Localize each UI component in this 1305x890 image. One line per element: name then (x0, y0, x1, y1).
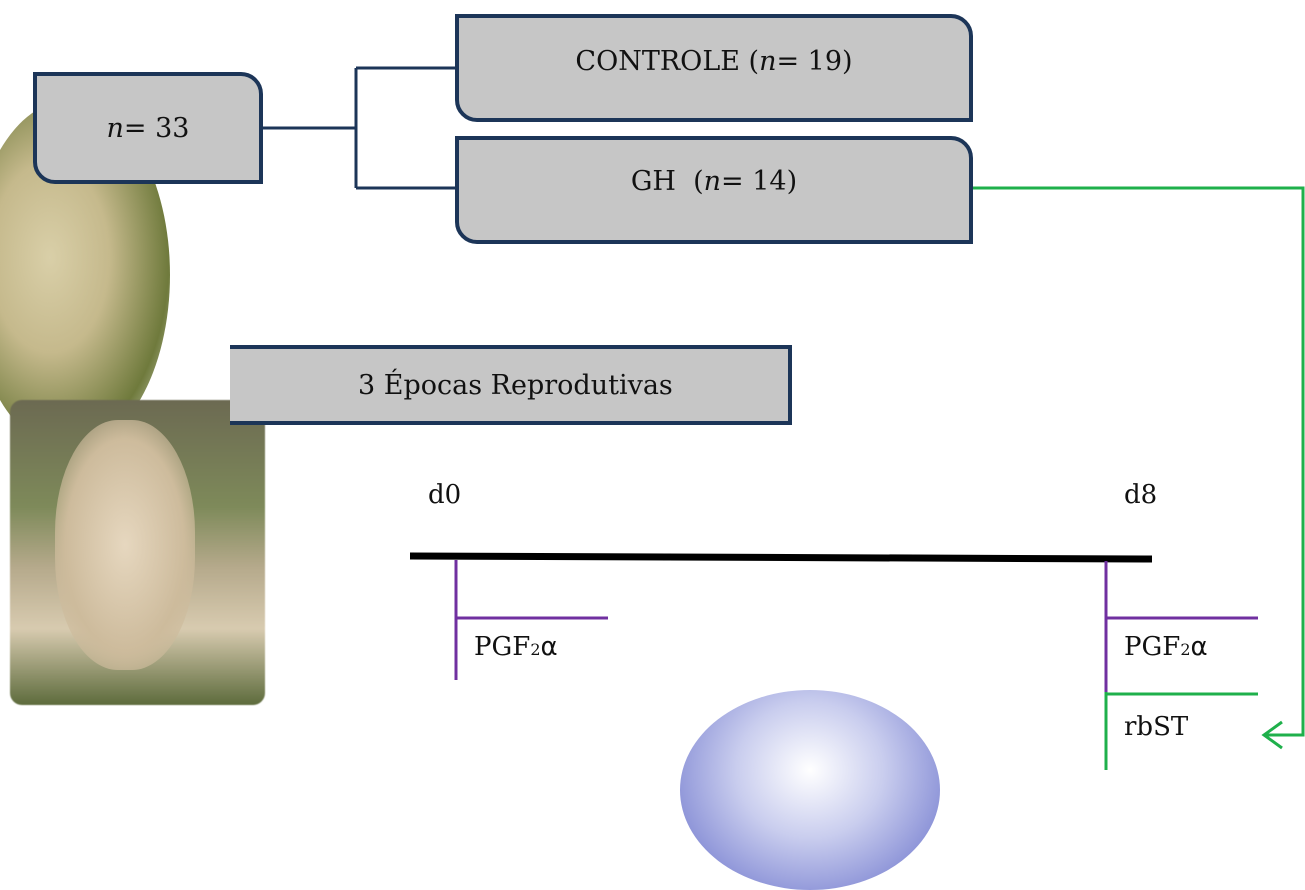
controle-name: CONTROLE (575, 46, 740, 77)
gh-var: n (703, 166, 722, 197)
gh-name: GH (630, 166, 676, 197)
diagram-lines (260, 66, 1305, 770)
root-var: n (106, 112, 124, 144)
d8-pgf-label: PGF2α (1124, 632, 1208, 662)
root-box: n = 33 (33, 72, 263, 184)
seasons-label: 3 Épocas Reprodutivas (358, 369, 673, 401)
d0-pgf-label: PGF2α (474, 632, 558, 662)
controle-open: ( (739, 46, 760, 77)
gh-arrow-head (1261, 720, 1283, 750)
gh-box: GH (n = 14) (455, 136, 973, 244)
seasons-box: 3 Épocas Reprodutivas (230, 345, 792, 425)
gh-count: = 14) (721, 166, 798, 197)
d8-rbst-label: rbST (1124, 712, 1189, 742)
controle-count: = 19) (776, 46, 853, 77)
root-count: = 33 (123, 112, 190, 144)
controle-var: n (759, 46, 777, 77)
controle-box: CONTROLE (n = 19) (455, 14, 973, 122)
gh-open: ( (675, 166, 704, 197)
sheep-photo-bottom-highlight (55, 420, 195, 670)
timeline-start-label: d0 (428, 480, 462, 510)
timeline-bar (409, 552, 1153, 563)
gh-arrow-line (972, 186, 1305, 737)
timeline-end-label: d8 (1124, 480, 1158, 510)
